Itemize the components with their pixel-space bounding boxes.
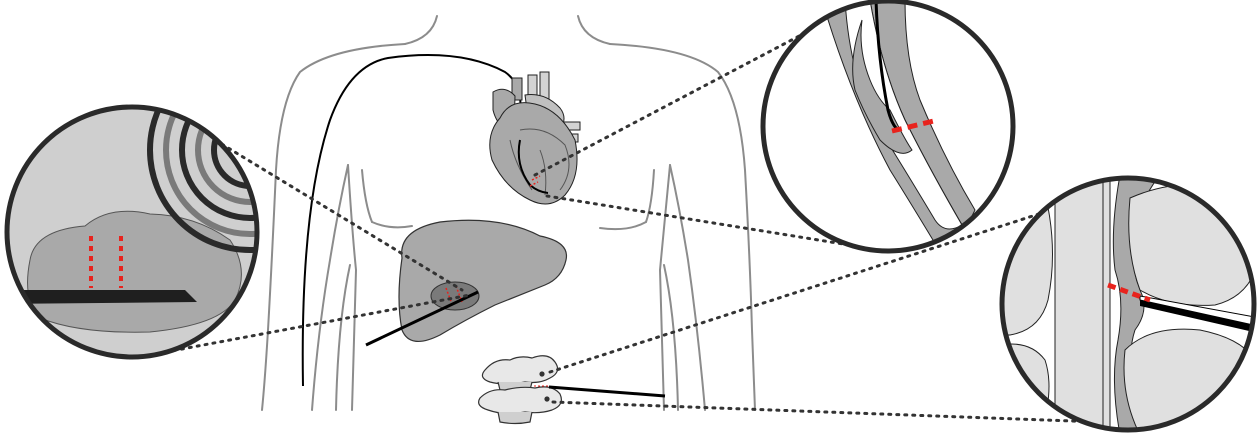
heart-icon (490, 72, 580, 204)
liver-icon (399, 220, 566, 341)
spine-icon (479, 356, 562, 424)
spine-needle (549, 387, 665, 396)
liver-zoom-circle (0, 50, 350, 370)
vessel-zoom-circle (760, 0, 1020, 260)
spine-zoom-circle (1000, 175, 1259, 435)
